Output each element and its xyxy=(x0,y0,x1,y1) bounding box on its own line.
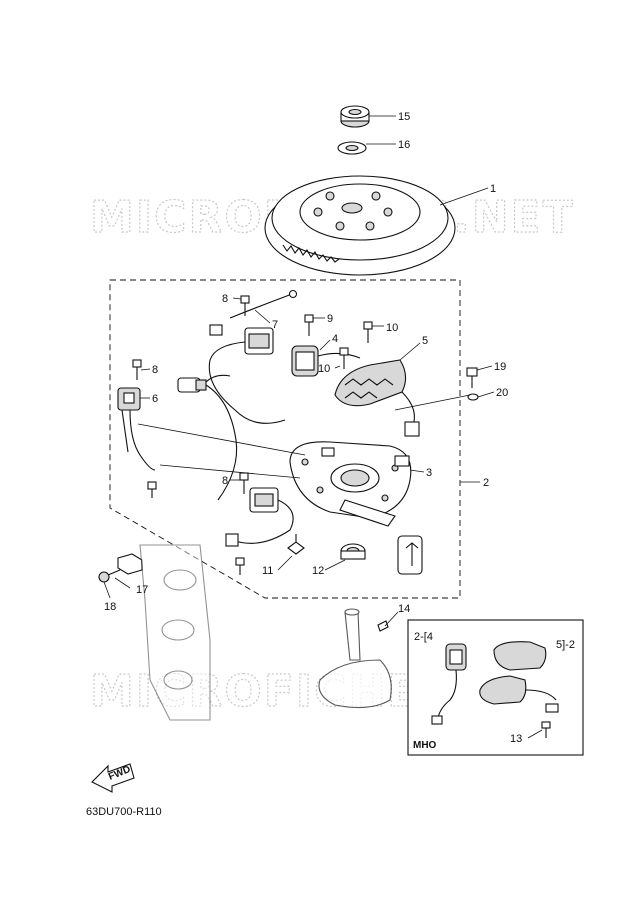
cylinder-block-outline xyxy=(139,544,211,721)
callout-8-a: 8 xyxy=(222,293,228,305)
callout-4: 4 xyxy=(332,333,338,345)
sensor-coil xyxy=(199,327,286,424)
inset-pulser-coil xyxy=(431,643,467,725)
screw-small-left xyxy=(147,481,157,498)
pulser-coil-part-4 xyxy=(291,345,361,377)
callout-11: 11 xyxy=(262,565,273,577)
guide-line-b xyxy=(159,464,301,479)
seal-orientation-icon xyxy=(397,535,423,575)
screw-part-10-b xyxy=(339,347,349,369)
screw-part-8-c xyxy=(239,472,249,494)
stator-base-part-3 xyxy=(289,441,412,527)
guide-line-c xyxy=(394,394,471,411)
clamp-part-11 xyxy=(287,534,305,555)
screw-part-9 xyxy=(304,314,314,336)
wire-connector xyxy=(177,377,238,501)
callout-inset-left: 2-[4 xyxy=(414,631,433,643)
bolt-part-18 xyxy=(98,569,121,583)
diagram-code: 63DU700-R110 xyxy=(86,806,162,818)
callout-13: 13 xyxy=(510,733,522,745)
nut-part-15 xyxy=(340,105,370,128)
callout-9: 9 xyxy=(327,313,333,325)
callout-12: 12 xyxy=(312,565,324,577)
callout-20: 20 xyxy=(496,387,508,399)
oil-seal-part-12 xyxy=(340,543,366,560)
washer-part-16 xyxy=(337,141,367,155)
woodruff-key-part-14 xyxy=(377,620,389,632)
inset-label: MHO xyxy=(413,740,437,751)
crankshaft xyxy=(318,608,392,709)
bracket-part-17 xyxy=(117,553,143,575)
callout-inset-right: 5]-2 xyxy=(556,639,575,651)
flywheel-part-1 xyxy=(264,175,456,276)
assembly-boundary xyxy=(109,279,461,599)
screw-part-10-a xyxy=(363,321,373,343)
guide-line-a xyxy=(137,423,306,456)
callout-3: 3 xyxy=(426,467,432,479)
callout-10-a: 10 xyxy=(386,322,398,334)
callout-14: 14 xyxy=(398,603,410,615)
charge-coil-part-5 xyxy=(334,359,420,437)
inset-charge-coil xyxy=(479,641,559,738)
callout-16: 16 xyxy=(398,139,410,151)
callout-8-b: 8 xyxy=(152,364,158,376)
callout-15: 15 xyxy=(398,111,410,123)
callout-8-c: 8 xyxy=(222,475,228,487)
callout-6: 6 xyxy=(152,393,158,405)
screw-part-8-b xyxy=(132,359,142,380)
callout-17: 17 xyxy=(136,584,148,596)
bolt-part-19 xyxy=(466,367,478,388)
callout-19: 19 xyxy=(494,361,506,373)
screw-small-bottom xyxy=(235,557,245,575)
bracket-part-6 xyxy=(117,387,156,471)
callout-leaders xyxy=(103,115,543,739)
callout-7: 7 xyxy=(272,319,278,331)
callout-18: 18 xyxy=(104,601,116,613)
callout-1: 1 xyxy=(490,183,496,195)
screw-part-8-a xyxy=(240,295,250,316)
lower-coil xyxy=(225,487,294,547)
callout-5: 5 xyxy=(422,335,428,347)
ground-wire-part-7 xyxy=(209,289,298,336)
callout-10-b: 10 xyxy=(318,363,330,375)
forward-arrow-icon: FWD xyxy=(91,763,135,793)
callout-2: 2 xyxy=(483,477,489,489)
